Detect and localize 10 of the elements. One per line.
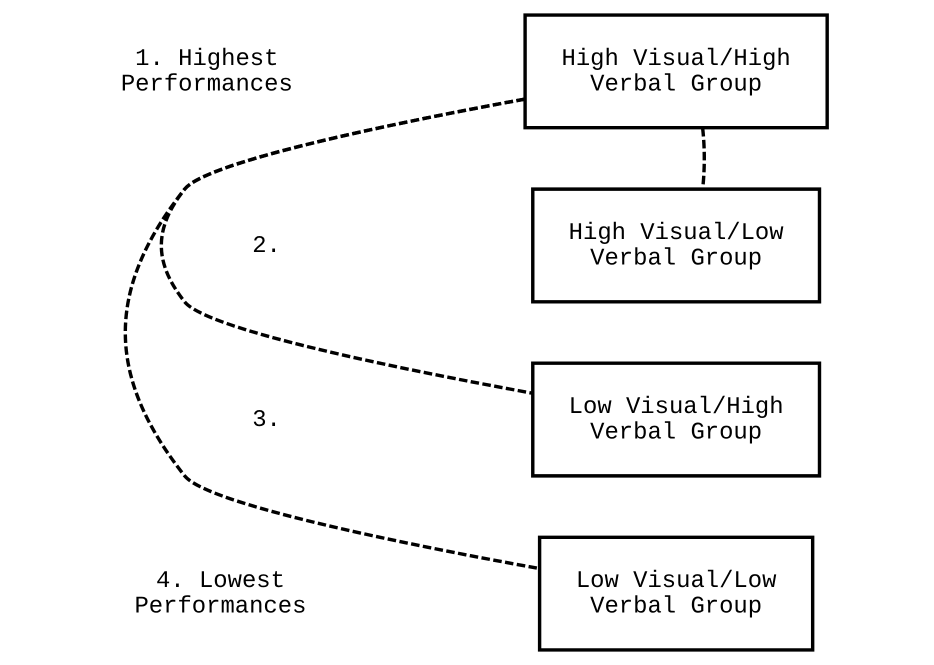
label: 3. bbox=[252, 406, 280, 434]
label: 4. Lowest Performances bbox=[134, 568, 306, 621]
connector bbox=[700, 128, 706, 190]
connector bbox=[123, 97, 540, 570]
label: 1. Highest Performances bbox=[120, 46, 292, 98]
label: 2. bbox=[252, 232, 280, 260]
node-box: Low Visual/High Verbal Group bbox=[530, 362, 821, 478]
node-box: High Visual/High Verbal Group bbox=[522, 13, 828, 130]
node-box: Low Visual/Low Verbal Group bbox=[537, 536, 814, 652]
node-box: High Visual/Low Verbal Group bbox=[530, 187, 821, 304]
